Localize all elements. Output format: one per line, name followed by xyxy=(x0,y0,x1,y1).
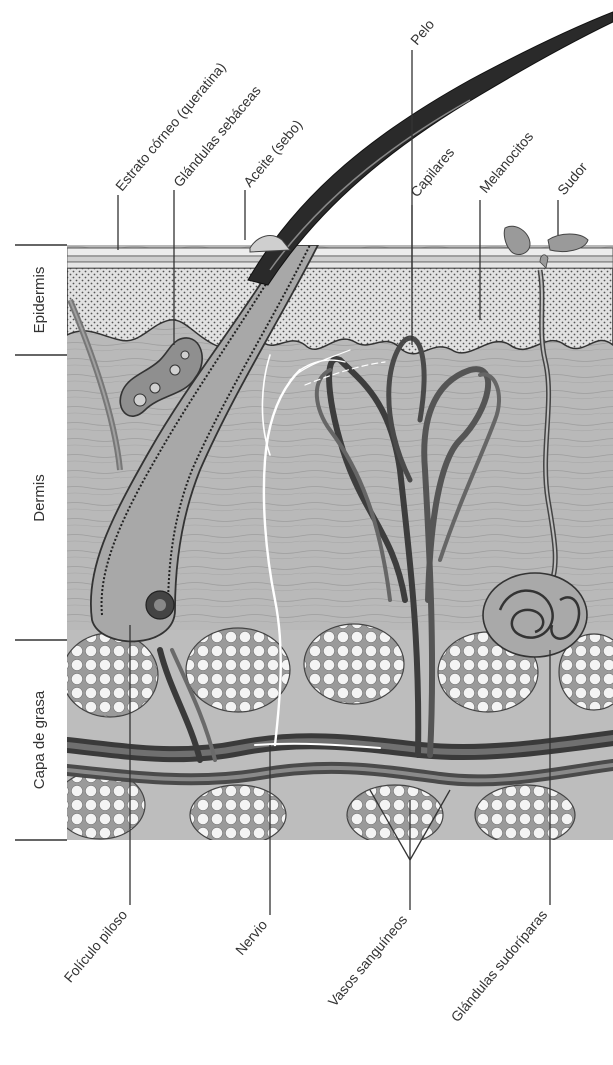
stratum-corneum-band xyxy=(67,248,613,256)
label-capillaries: Capilares xyxy=(407,144,457,200)
label-sweat-glands: Glándulas sudoríparas xyxy=(447,907,550,1025)
label-oil-sebum: Aceite (sebo) xyxy=(240,116,305,189)
label-dermis: Dermis xyxy=(31,474,48,522)
label-fat-layer: Capa de grasa xyxy=(31,690,48,789)
label-hair: Pelo xyxy=(407,16,437,48)
layer-labels: Epidermis Dermis Capa de grasa xyxy=(31,267,48,790)
label-epidermis: Epidermis xyxy=(31,267,48,334)
label-blood-vessels: Vasos sanguíneos xyxy=(325,912,411,1010)
label-hair-follicle: Folículo piloso xyxy=(61,906,131,985)
label-sweat: Sudor xyxy=(554,159,590,198)
label-stratum-corneum: Estrato córneo (queratina) xyxy=(112,59,229,194)
bottom-labels: Folículo piloso Nervio Vasos sanguíneos … xyxy=(61,906,551,1024)
label-nerve: Nervio xyxy=(232,916,270,957)
label-melanocytes: Melanocitos xyxy=(476,128,536,196)
tissue-block xyxy=(55,245,613,845)
